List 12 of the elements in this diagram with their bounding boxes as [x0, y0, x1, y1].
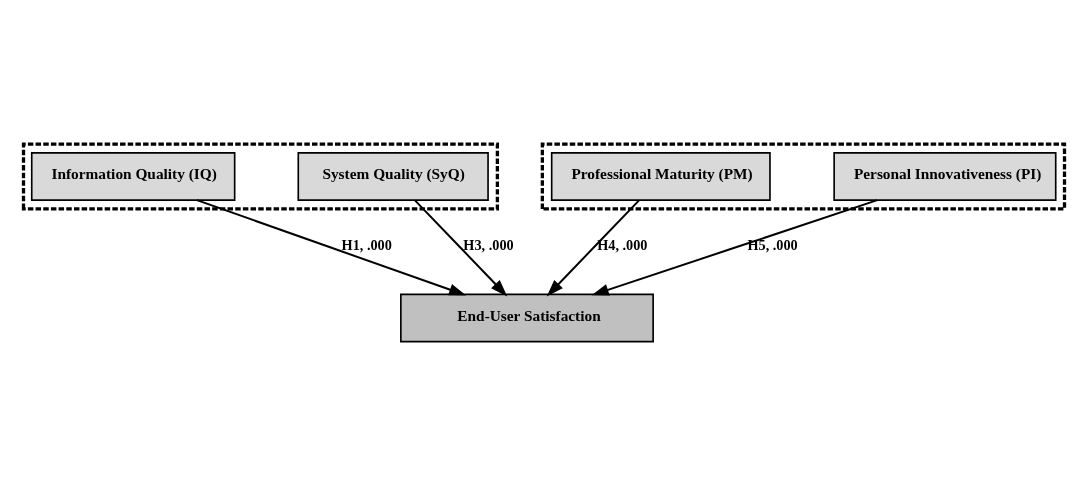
arrow: [546, 199, 640, 297]
edge-label: H4, .000: [597, 236, 648, 253]
node-box: Professional Maturity (PM): [550, 152, 771, 201]
node-box: System Quality (SyQ): [297, 152, 489, 201]
cluster: [21, 142, 500, 211]
edge-label: H1, .000: [341, 236, 392, 253]
edge-label: H3, .000: [463, 236, 514, 253]
node-box: Information Quality (IQ): [30, 152, 236, 201]
arrow: [414, 199, 508, 297]
node-box: Personal Innovativeness (PI): [833, 152, 1057, 201]
node-box: End-User Satisfaction: [400, 293, 654, 343]
cluster: [540, 142, 1067, 211]
